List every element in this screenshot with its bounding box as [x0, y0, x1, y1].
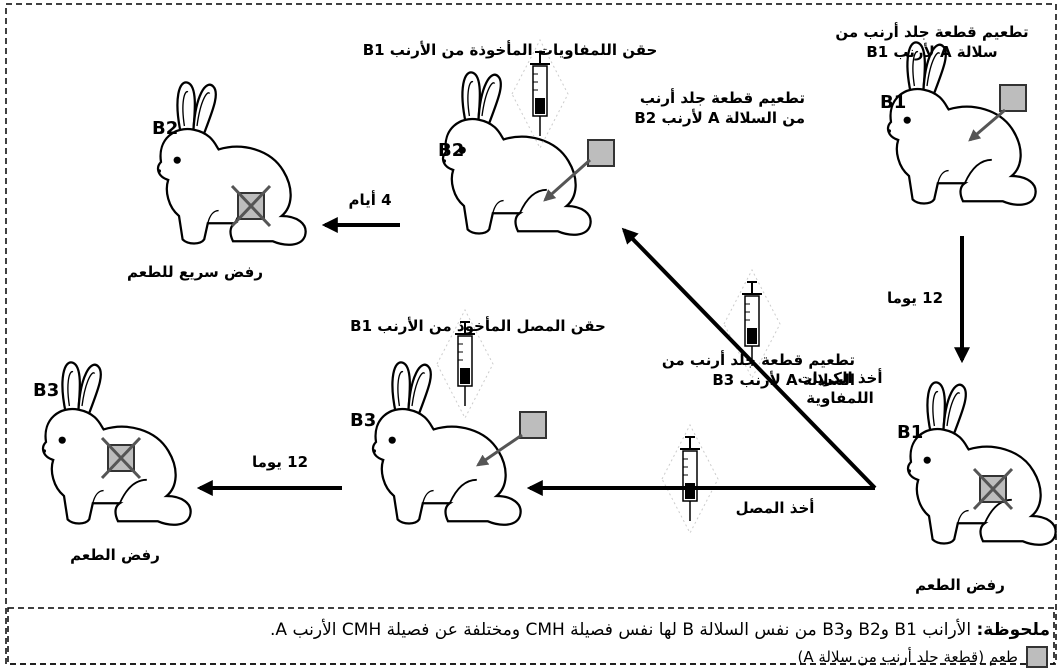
label-take-serum: أخذ المصل [735, 499, 815, 517]
label-12-days-right: 12 يوما [886, 289, 944, 307]
rabbit-id-b3-left: B3 [33, 380, 60, 401]
graft-b3-middle [476, 411, 547, 467]
note-prefix: ملحوظة: [976, 620, 1051, 640]
rabbit-b2-middle [441, 71, 592, 236]
label-graft-b1-line2: سلالة A لأرنب B1 [866, 43, 998, 61]
rabbit-b3-left [41, 361, 192, 526]
arrow-take-lymphocytes [621, 227, 877, 490]
label-fast-rejection: رفض سريع للطعم [127, 263, 263, 281]
label-12-days-left: 12 يوما [251, 453, 309, 471]
rabbit-id-b1-top: B1 [880, 92, 907, 113]
syringe-icon-serum-transfer [661, 424, 719, 534]
label-graft-b2-line1: تطعيم قطعة جلد أرنب [639, 89, 805, 107]
label-four-days: 4 أيام [348, 191, 392, 209]
rejected-graft-b3-left [100, 436, 142, 480]
note-box [7, 607, 1055, 665]
rabbit-b1-bottom [906, 381, 1057, 546]
graft-b2-middle [543, 139, 615, 202]
label-graft-b1-line1: تطعيم قطعة جلد أرنب من [835, 23, 1029, 41]
label-graft-b2: تطعيم قطعة جلد أرنب من السلالة A لأرنب B… [575, 88, 805, 128]
graft-b1-top [968, 84, 1027, 142]
rabbit-b3-middle [371, 361, 522, 526]
label-graft-b3-line1: تطعيم قطعة جلد أرنب من [661, 351, 855, 369]
label-take-lymph-line1: أخذ الكريات [797, 369, 883, 387]
rejected-graft-b1-bottom [972, 467, 1014, 511]
rabbit-id-b2-middle: B2 [438, 140, 465, 161]
rejected-graft-b2-left [230, 184, 272, 228]
rabbit-b1-top [886, 41, 1037, 206]
label-graft-b3-line2: السلالة A لأرنب B3 [712, 371, 855, 389]
label-graft-b1: تطعيم قطعة جلد أرنب من سلالة A لأرنب B1 [812, 22, 1052, 62]
rabbit-b2-left [156, 81, 307, 246]
label-rejection-left: رفض الطعم [70, 546, 160, 564]
label-inject-lymph: حقن اللمفاويات المأخوذة من الأرنب B1 [362, 41, 658, 59]
rabbit-id-b1-bottom: B1 [897, 422, 924, 443]
label-rejection-bottom: رفض الطعم [915, 576, 1005, 594]
label-take-lymph-line2: اللمفاوية [806, 389, 874, 407]
rabbit-id-b2-left: B2 [152, 118, 179, 139]
graft-legend-swatch [1026, 646, 1048, 668]
label-inject-serum: حقن المصل المأخوذ من الأرنب B1 [350, 317, 606, 335]
label-graft-b2-line2: من السلالة A لأرنب B2 [634, 109, 805, 127]
label-take-lymphocytes: أخذ الكريات اللمفاوية [785, 368, 895, 408]
legend-text: طعم (قطعة جلد أرنب من سلالة A) [797, 648, 1018, 666]
label-graft-b3: تطعيم قطعة جلد أرنب من السلالة A لأرنب B… [655, 350, 855, 390]
legend: طعم (قطعة جلد أرنب من سلالة A) [797, 646, 1048, 668]
rabbit-id-b3-middle: B3 [350, 410, 377, 431]
note-body: الأرانب B1 وB2 وB3 من نفس السلالة B لها … [270, 620, 977, 640]
note-text: ملحوظة: الأرانب B1 وB2 وB3 من نفس السلال… [14, 620, 1050, 640]
